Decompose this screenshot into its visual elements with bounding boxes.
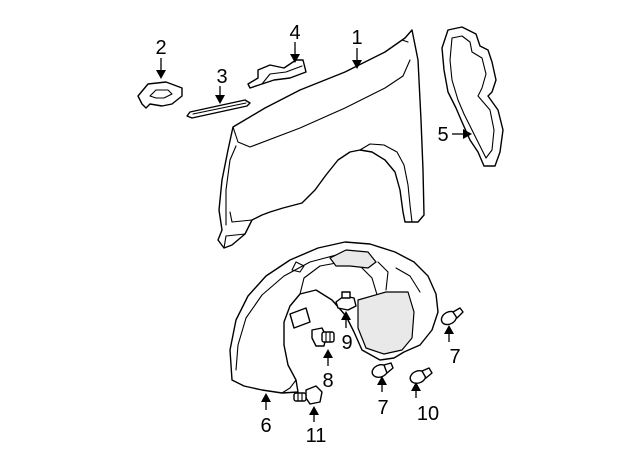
retainer-part-9: [335, 291, 357, 311]
callout-1: 1: [351, 27, 362, 49]
leader-7b: [377, 376, 387, 392]
insulator-part-5: [441, 26, 504, 167]
fender-part-1: [217, 29, 425, 249]
leader-5: [452, 129, 472, 139]
bolt-part-8: [311, 327, 335, 347]
callout-3: 3: [216, 66, 227, 88]
leader-8: [323, 349, 333, 366]
callout-9: 9: [341, 332, 352, 354]
callout-4: 4: [289, 22, 300, 44]
retainer-part-10: [409, 367, 433, 384]
leader-9: [341, 311, 351, 328]
retainer-part-7a: [440, 307, 464, 326]
liner-part-6: [229, 241, 439, 394]
leader-3: [215, 86, 225, 104]
callout-2: 2: [155, 37, 166, 59]
callout-8: 8: [322, 370, 333, 392]
bracket-part-4: [247, 59, 307, 89]
callout-7b: 7: [377, 397, 388, 419]
callout-11: 11: [306, 425, 327, 447]
leader-7a: [444, 325, 454, 342]
retainer-part-7b: [371, 362, 394, 378]
leader-11: [309, 406, 319, 422]
callout-5: 5: [437, 124, 448, 146]
clip-part-2: [137, 81, 183, 109]
callout-6: 6: [260, 415, 271, 437]
leader-10: [411, 382, 421, 398]
callout-7a: 7: [449, 346, 460, 368]
leader-4: [290, 42, 300, 63]
leader-6: [261, 393, 271, 410]
leader-1: [352, 48, 362, 69]
bolt-part-11: [293, 385, 323, 405]
rod-part-3: [186, 99, 251, 119]
leader-2: [156, 58, 166, 79]
callout-10: 10: [417, 403, 439, 425]
